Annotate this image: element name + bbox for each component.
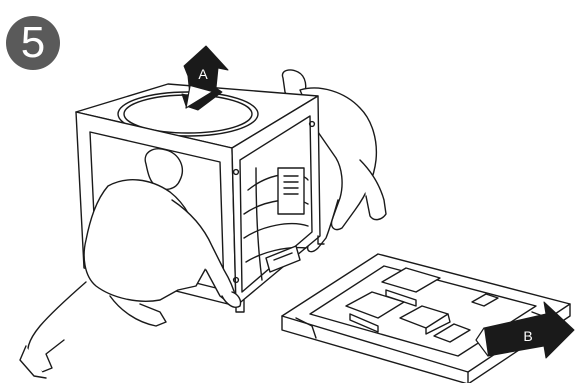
arrow-b-slide: B [475,301,575,359]
step-number-badge: 5 [6,16,60,70]
arrow-a-label: A [198,66,208,82]
arrow-b-label: B [523,328,532,344]
person-left-kneeling [19,148,242,379]
arrow-a-lift: A [181,45,229,111]
